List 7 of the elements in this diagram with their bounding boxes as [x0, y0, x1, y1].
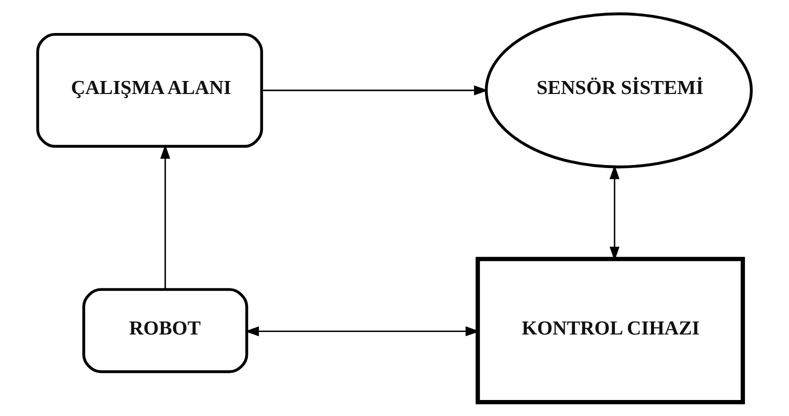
- node-box: KONTROL CIHAZI: [476, 256, 745, 404]
- node-ellipse: SENSÖR SİSTEMİ: [484, 12, 753, 168]
- arrow: [244, 326, 480, 336]
- node-box: ÇALIŞMA ALANI: [36, 32, 264, 148]
- arrow: [262, 85, 488, 96]
- arrow: [160, 144, 170, 290]
- node-box: ROBOT: [82, 288, 248, 374]
